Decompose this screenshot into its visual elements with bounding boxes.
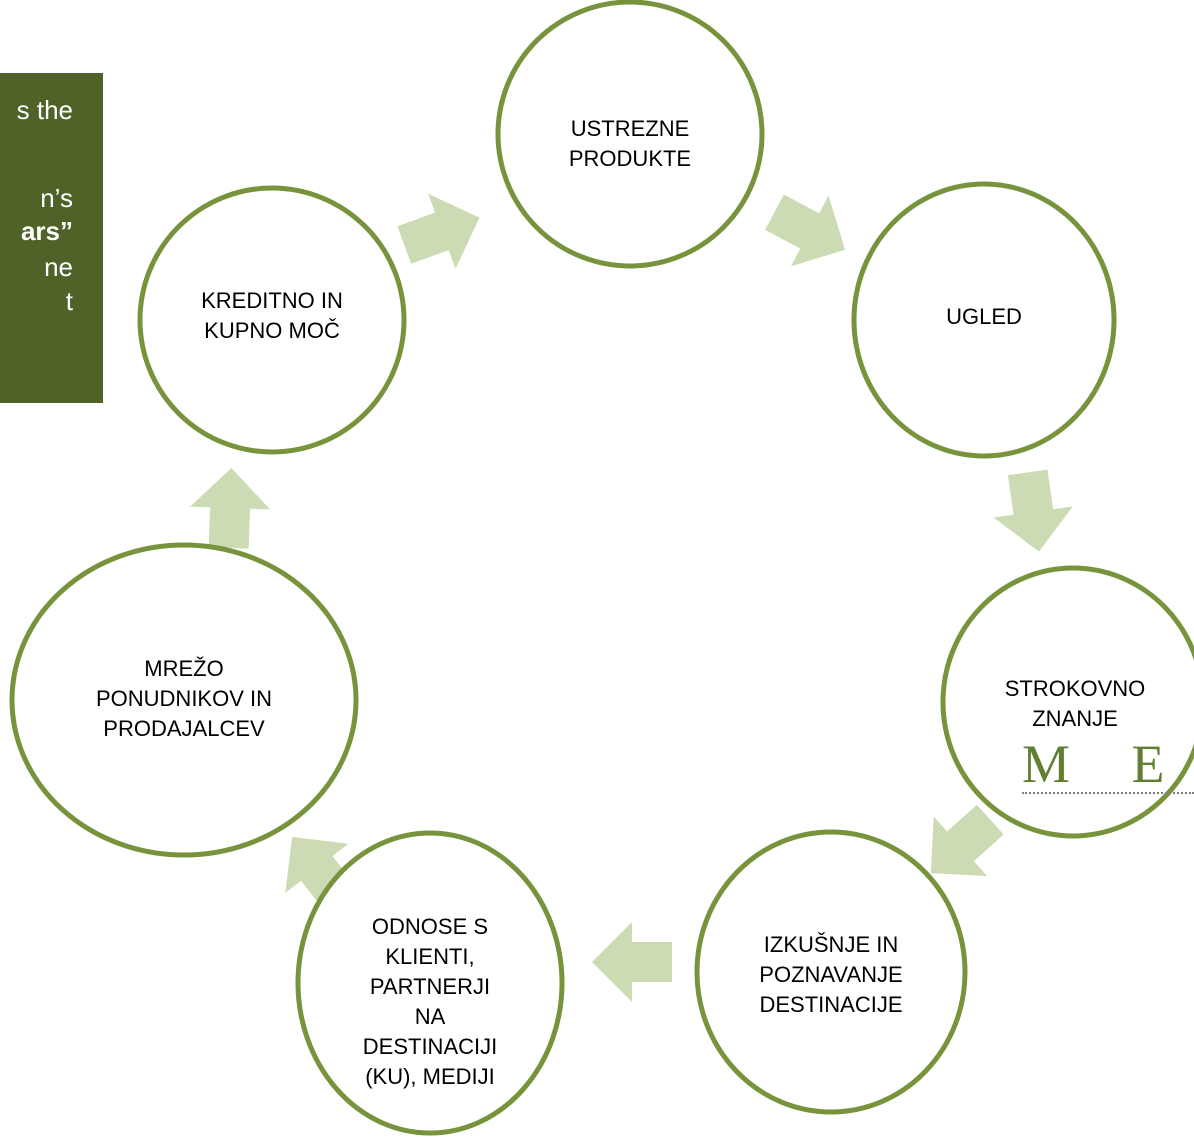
node-circle-ugled — [851, 181, 1117, 459]
node-label-ugled: UGLED — [894, 302, 1074, 332]
arrow-ugled-to-strokovno — [993, 469, 1073, 552]
node-label-line: USTREZNE — [570, 116, 690, 141]
intro-text-panel: s the n’s ars” ne t — [0, 73, 103, 403]
arrow-mrezo-to-kreditno — [190, 468, 271, 549]
node-circle-odnose — [295, 830, 565, 1136]
node-label-line: DESTINACIJI — [362, 1034, 498, 1059]
node-circle-kreditno — [137, 185, 407, 455]
arrow-strokovno-to-izkusnje — [930, 804, 1004, 877]
logo-text: M E I — [1022, 735, 1194, 794]
node-label-mrezo: MREŽO PONUDNIKOV IN PRODAJALCEV — [74, 654, 294, 744]
node-label-line: PARTNERJI — [369, 974, 491, 999]
node-label-line: NA — [414, 1004, 446, 1029]
node-label-kreditno: KREDITNO IN KUPNO MOČ — [172, 286, 372, 346]
node-label-line: (KU), MEDIJI — [365, 1064, 495, 1089]
node-label-line: POZNAVANJE — [759, 962, 903, 987]
arrow-kreditno-to-ustrezne — [397, 193, 480, 269]
node-label-line: UGLED — [946, 304, 1022, 329]
node-label-line: PONUDNIKOV IN — [95, 686, 273, 711]
node-label-line: MREŽO — [144, 656, 224, 681]
node-label-line: ZNANJE — [1032, 706, 1118, 731]
node-circle-mrezo — [9, 542, 359, 858]
node-label-line: IZKUŠNJE IN — [763, 932, 899, 957]
node-label-ustrezne: USTREZNE PRODUKTE — [540, 114, 720, 174]
node-label-line: ODNOSE S — [371, 914, 489, 939]
node-label-line: KLIENTI, — [385, 944, 475, 969]
logo: M E I — [1022, 735, 1194, 795]
node-label-strokovno: STROKOVNO ZNANJE — [985, 674, 1165, 734]
node-circle-ustrezne — [495, 0, 765, 269]
node-label-izkusnje: IZKUŠNJE IN POZNAVANJE DESTINACIJE — [731, 930, 931, 1020]
panel-line: ars” — [20, 216, 73, 246]
node-label-odnose: ODNOSE S KLIENTI, PARTNERJI NA DESTINACI… — [340, 912, 520, 1092]
panel-line: t — [65, 286, 73, 316]
logo-divider — [1022, 792, 1194, 794]
node-label-line: PRODAJALCEV — [103, 716, 265, 741]
panel-line: s the — [16, 95, 73, 125]
panel-line: ne — [44, 252, 73, 282]
node-label-line: PRODUKTE — [568, 146, 692, 171]
node-label-line: KUPNO MOČ — [204, 318, 340, 343]
node-label-line: STROKOVNO — [1004, 676, 1146, 701]
node-circle-strokovno — [940, 565, 1194, 839]
node-label-line: DESTINACIJE — [759, 992, 903, 1017]
panel-line: n’s — [40, 183, 73, 213]
arrow-izkusnje-to-odnose — [592, 922, 672, 1002]
arrow-ustrezne-to-ugled — [765, 194, 846, 267]
node-circle-izkusnje — [694, 829, 968, 1115]
node-label-line: KREDITNO IN — [201, 288, 343, 313]
